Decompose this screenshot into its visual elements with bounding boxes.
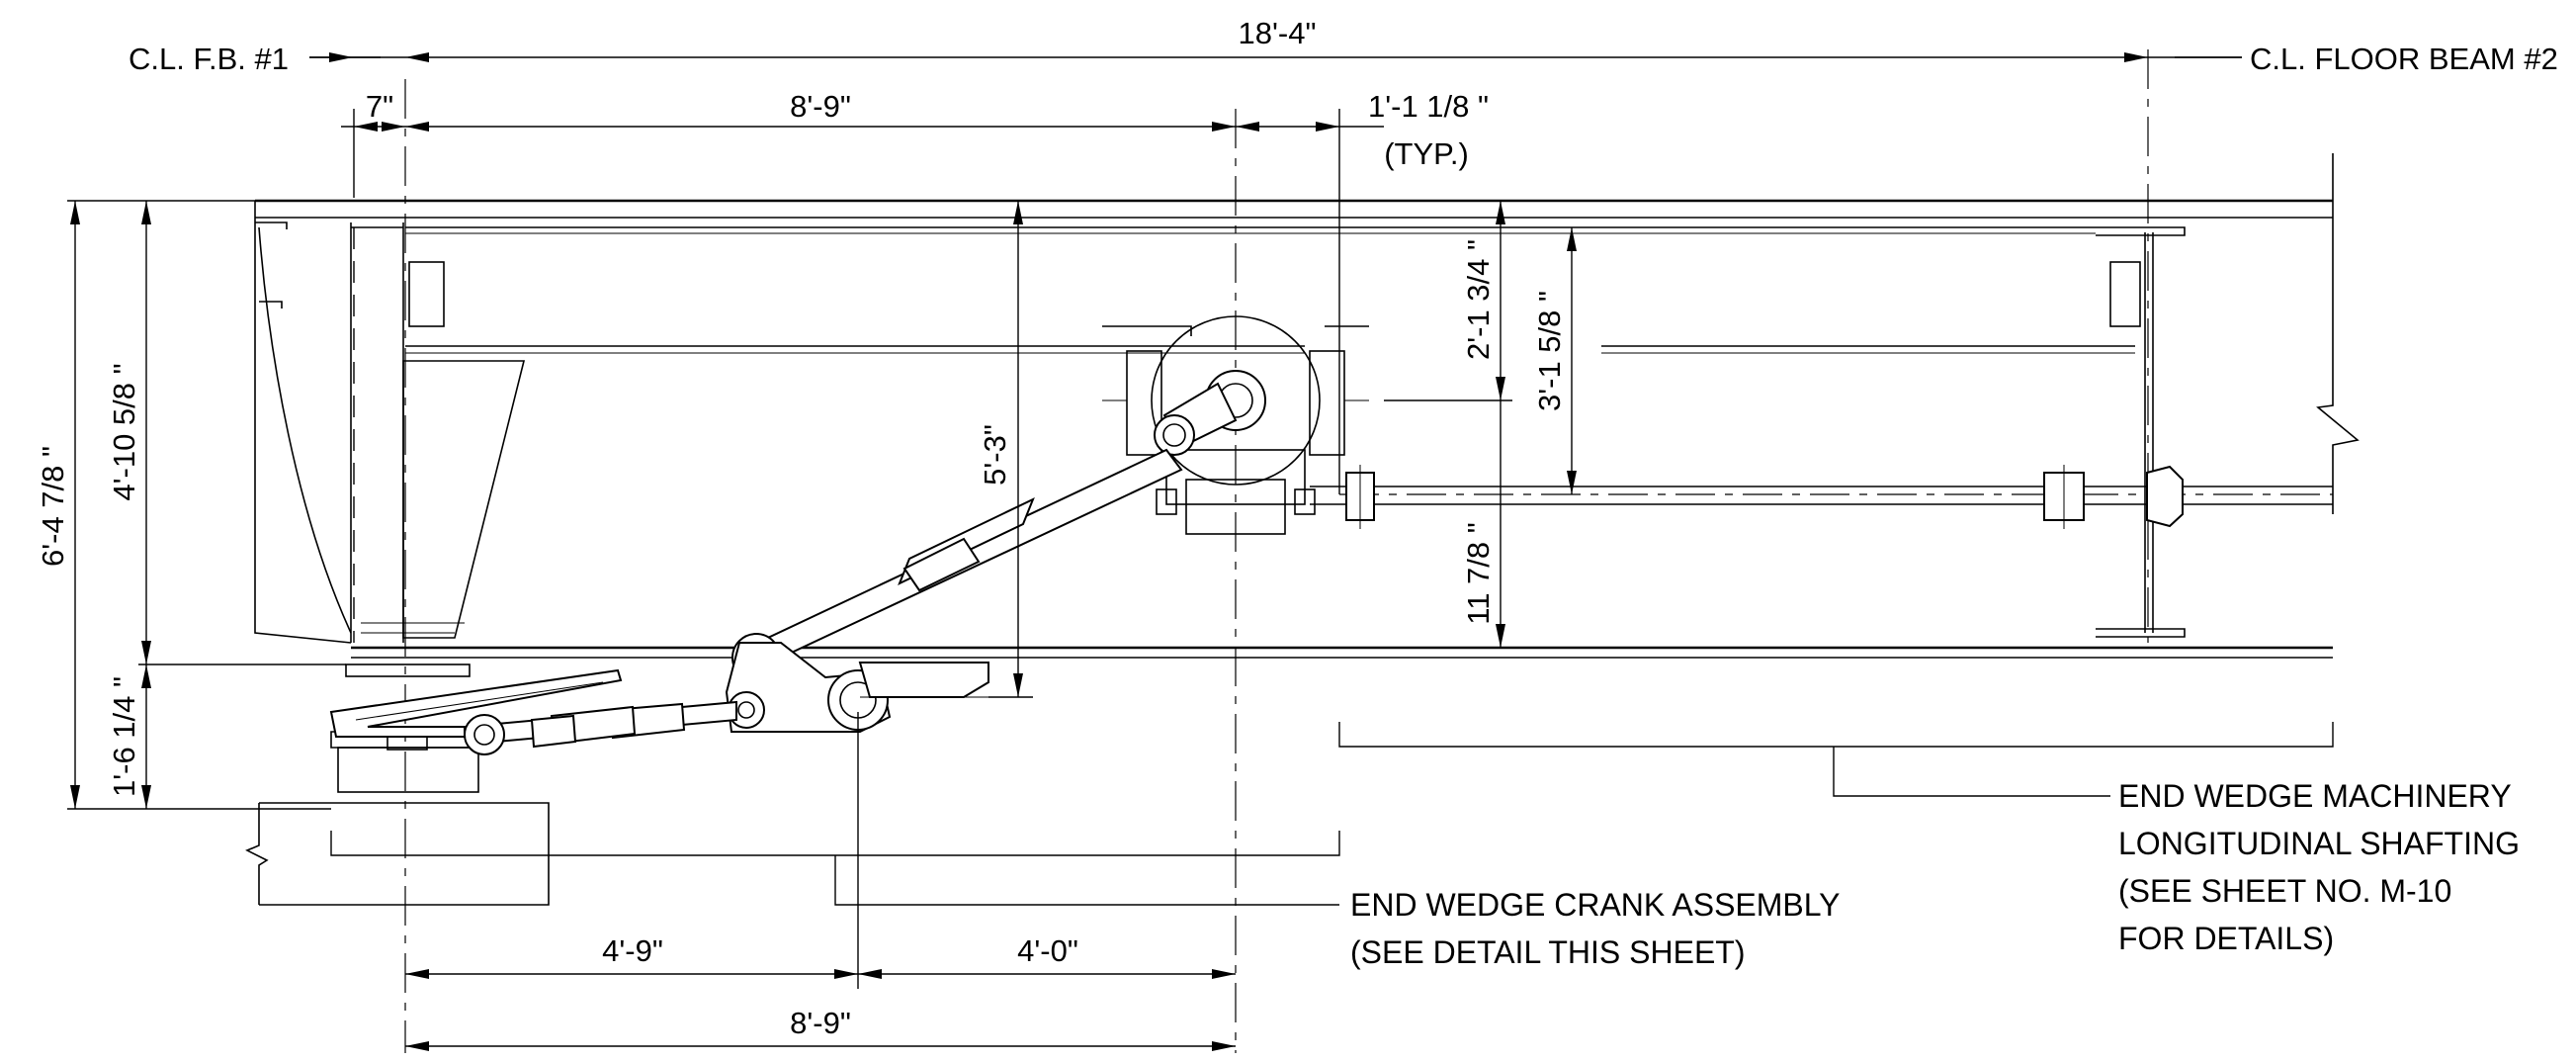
end-wedge-crank-assembly [329,382,1238,755]
callout-shafting-line3: (SEE SHEET NO. M-10 [2118,873,2451,909]
stringer-structure [245,153,2360,906]
dimensions [67,52,2334,1051]
label-dim-8-9-bottom: 8'-9" [790,1006,851,1040]
label-cl-fb1: C.L. F.B. #1 [129,42,289,76]
callout-crank-line1: END WEDGE CRANK ASSEMBLY [1350,887,1841,923]
label-dim-1-1-1-8: 1'-1 1/8 " [1368,89,1489,124]
label-dim-5-3: 5'-3" [978,424,1012,486]
label-dim-3-1-5-8: 3'-1 5/8 " [1532,291,1567,411]
label-offset-7: 7" [366,89,393,124]
label-cl-fb2: C.L. FLOOR BEAM #2 [2250,42,2558,76]
label-typ: (TYP.) [1384,136,1469,171]
longitudinal-shafting [1310,465,2333,529]
label-dim-1-6-1-4: 1'-6 1/4 " [107,676,141,797]
label-dim-11-7-8: 11 7/8 " [1461,522,1496,625]
callout-crank-line2: (SEE DETAIL THIS SHEET) [1350,934,1745,970]
dimension-labels: C.L. F.B. #1 C.L. FLOOR BEAM #2 18'-4" 7… [36,16,2558,1040]
label-dim-4-9: 4'-9" [602,933,663,968]
callout-labels: END WEDGE CRANK ASSEMBLY (SEE DETAIL THI… [1350,778,2520,970]
label-dim-4-10-5-8: 4'-10 5/8 " [107,363,141,500]
label-dim-2-1-3-4: 2'-1 3/4 " [1461,239,1496,360]
callout-shafting-line2: LONGITUDINAL SHAFTING [2118,826,2520,861]
label-dim-4-0: 4'-0" [1017,933,1078,968]
callout-shafting-line4: FOR DETAILS) [2118,921,2334,956]
callout-shafting-line1: END WEDGE MACHINERY [2118,778,2512,814]
label-dim-8-9-top: 8'-9" [790,89,851,124]
label-overall-span: 18'-4" [1239,16,1317,50]
label-dim-6-4-7-8: 6'-4 7/8 " [36,446,70,567]
